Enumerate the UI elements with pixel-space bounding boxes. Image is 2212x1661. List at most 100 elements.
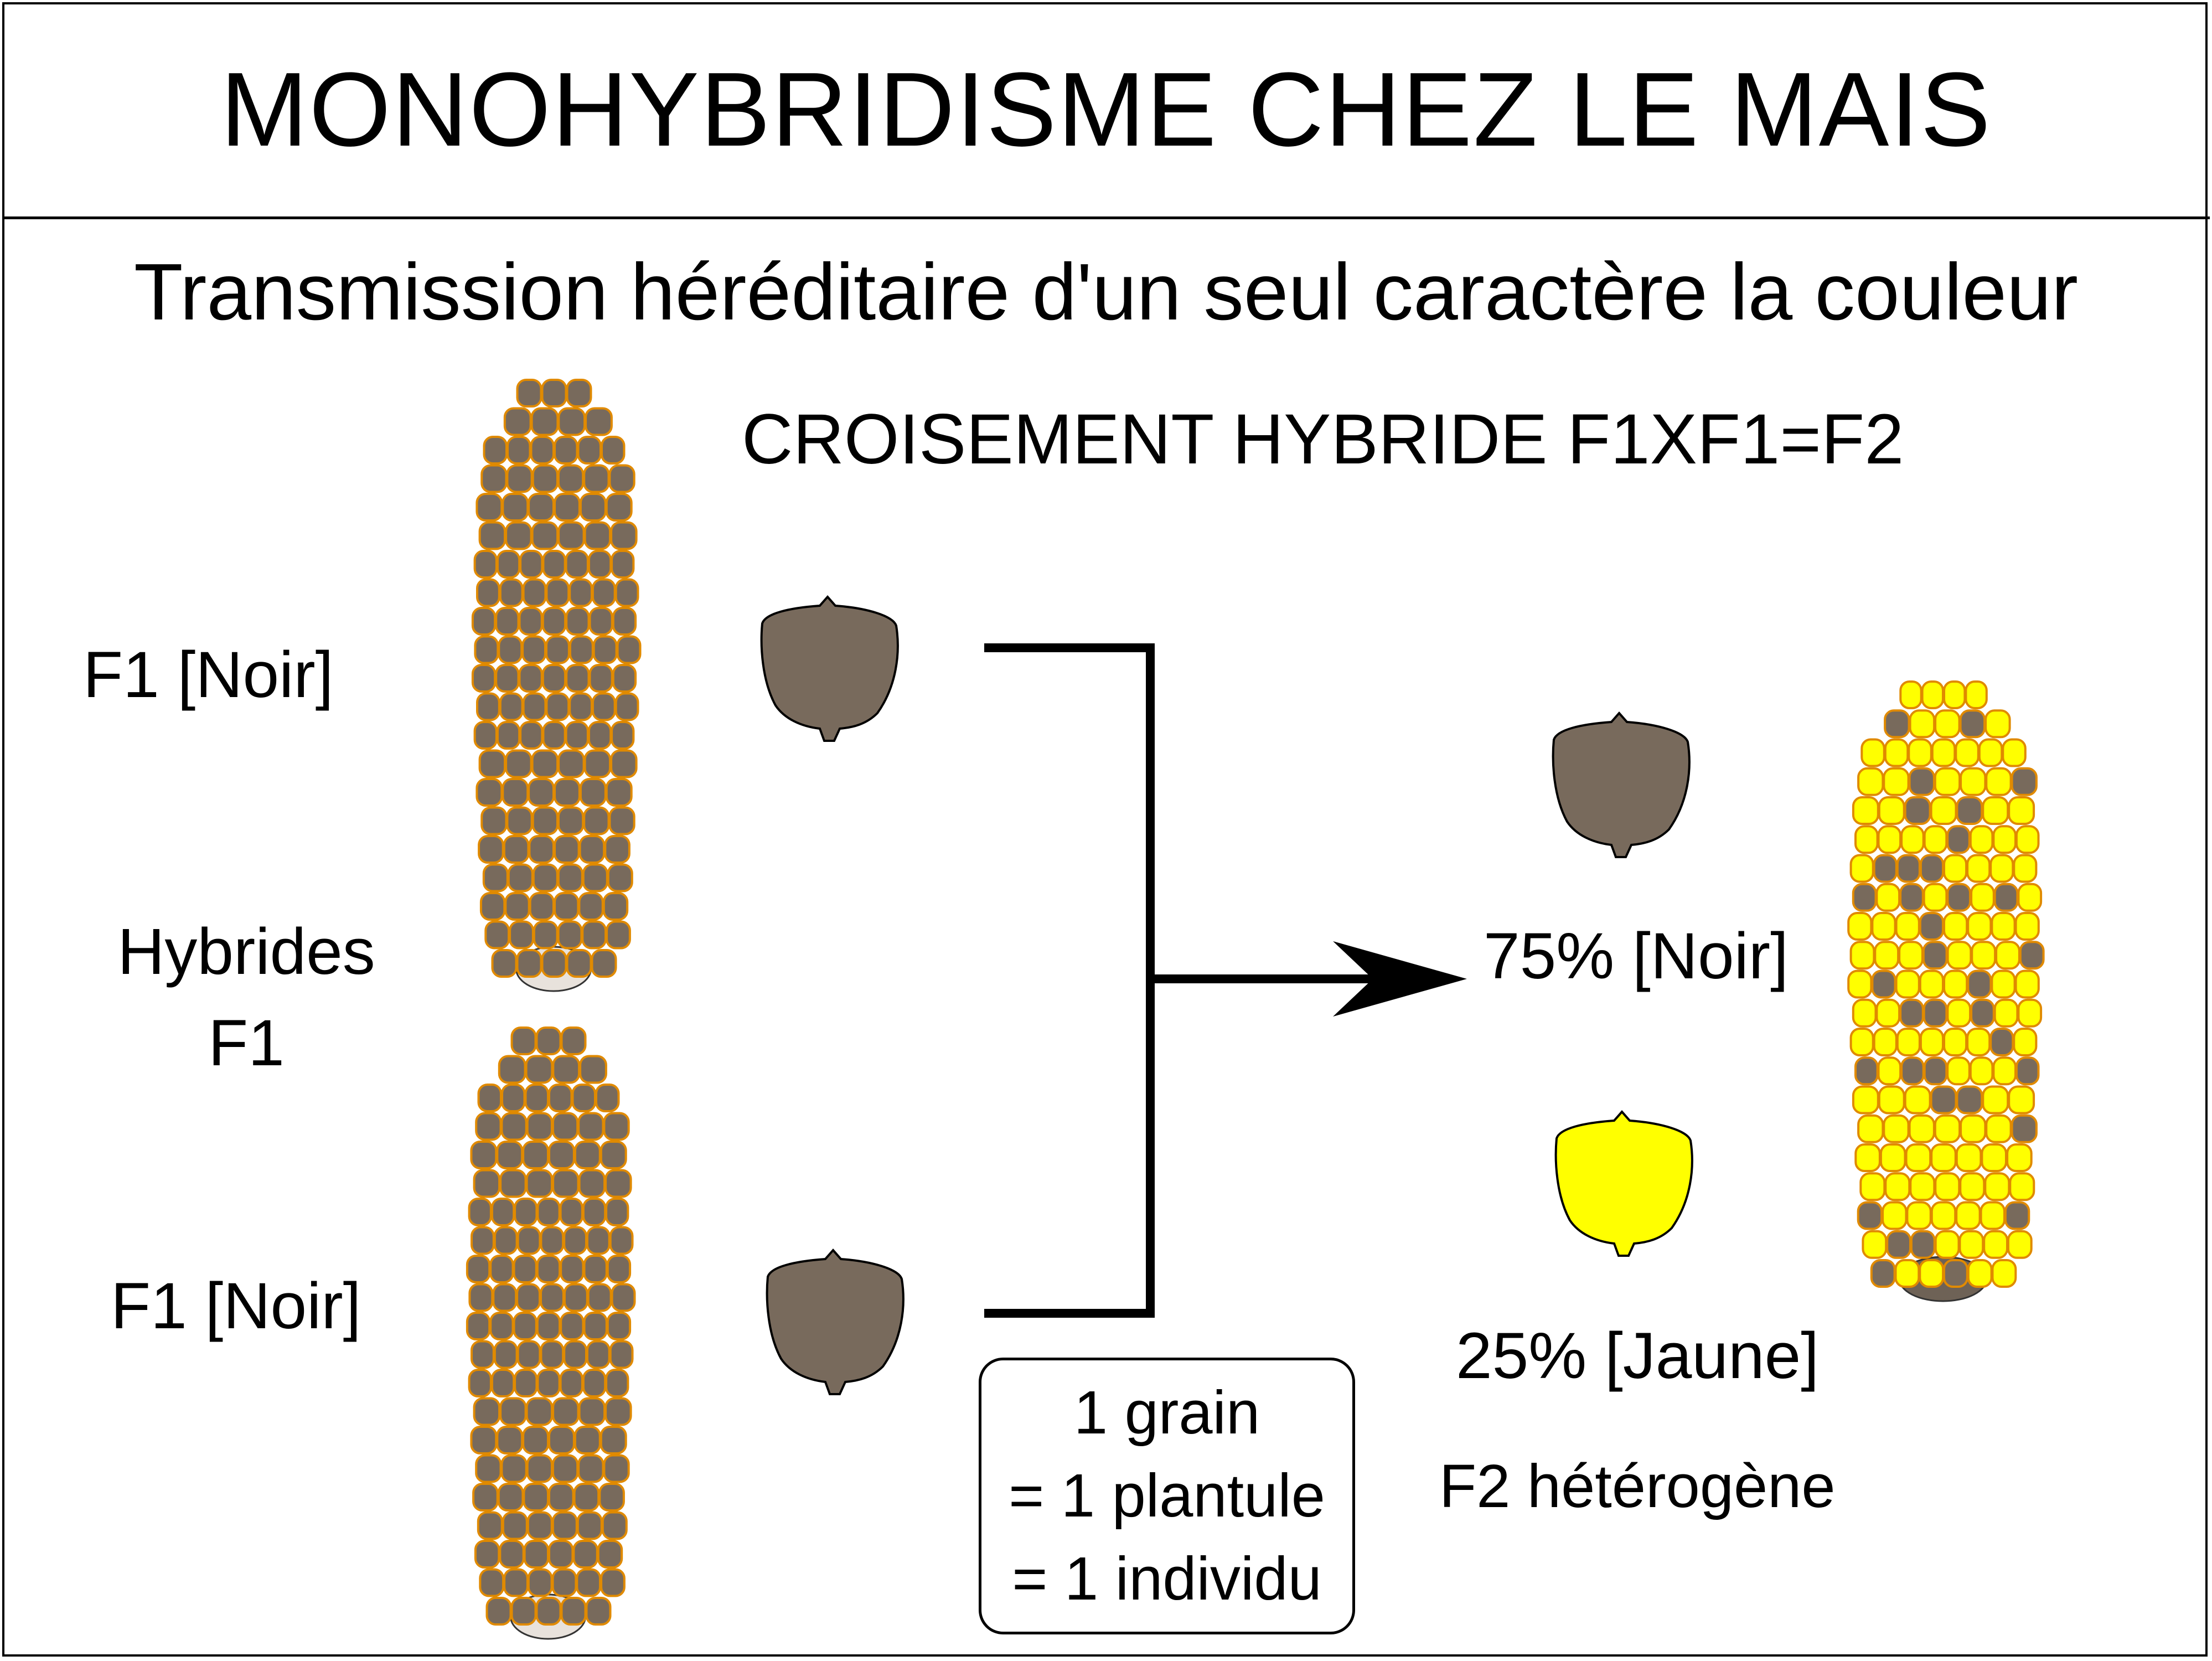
kernel-dark-icon [760, 596, 899, 742]
cob-kernel [478, 749, 507, 778]
cob-kernel [514, 1198, 538, 1226]
cob-kernel [1871, 912, 1896, 941]
offspring-recessive-label: 25% [Jaune] [1456, 1319, 1820, 1392]
cob-kernel [1955, 738, 1980, 767]
parent-group-label-line1: Hybrides [117, 915, 375, 988]
cob-kernel [1899, 680, 1922, 709]
cob-kernel [1898, 941, 1924, 970]
cob-kernel [504, 892, 530, 921]
cob-kernel [499, 1540, 525, 1569]
cob-kernel [2013, 854, 2038, 883]
cob-kernel [514, 1369, 538, 1397]
cob-kernel [1995, 941, 2020, 970]
cob-kernel [1904, 1085, 1931, 1115]
cob-kernel [530, 436, 555, 465]
cob-kernel [586, 1340, 611, 1369]
cob-kernel [1878, 1085, 1905, 1115]
cob-kernel [554, 493, 581, 522]
cob-kernel [485, 1597, 512, 1626]
cob-kernel [611, 550, 635, 579]
cob-kernel [572, 1540, 598, 1569]
cob-kernel [1984, 709, 2011, 739]
cob-kernel [2004, 1201, 2030, 1230]
cob-kernel [548, 1084, 573, 1112]
cob-kernel [605, 1198, 629, 1226]
cob-kernel [1943, 1028, 1968, 1056]
cob-kernel [523, 1540, 549, 1569]
cob-kernel [610, 749, 638, 778]
cob-kernel [605, 1369, 629, 1397]
cob-kernel [502, 493, 529, 522]
cob-kernel [545, 578, 570, 607]
cob-kernel [2008, 1085, 2035, 1115]
cob-kernel [554, 835, 580, 864]
cob-kernel [1896, 854, 1921, 883]
cob-kernel [1849, 941, 1875, 970]
cob-kernel [501, 1084, 526, 1112]
cob-kernel [601, 436, 626, 465]
cob-kernel [1980, 1201, 2006, 1230]
cob-kernel [473, 550, 498, 579]
cob-kernel [1908, 738, 1932, 767]
cob-kernel [565, 664, 590, 693]
cob-kernel [611, 1283, 636, 1312]
cob-kernel [532, 863, 559, 893]
cob-kernel [536, 1369, 561, 1397]
cob-kernel [509, 920, 534, 950]
note-box: 1 grain = 1 plantule = 1 individu [979, 1358, 1355, 1634]
cob-kernel [475, 1112, 502, 1141]
cob-kernel [1958, 1230, 1984, 1259]
cob-kernel [1919, 912, 1945, 941]
corn-cob-dark [471, 379, 642, 992]
cob-kernel [522, 578, 547, 607]
cob-kernel [2002, 738, 2027, 767]
cob-kernel [528, 778, 555, 807]
cob-kernel [606, 920, 631, 950]
cob-kernel [1967, 912, 1992, 941]
cob-kernel [571, 1084, 596, 1112]
cob-kernel [586, 1226, 611, 1255]
cob-kernel [582, 1198, 607, 1226]
cob-kernel [605, 778, 633, 807]
cob-kernel [1870, 1259, 1896, 1288]
cob-kernel [499, 1169, 527, 1198]
cob-kernel [1934, 1172, 1961, 1201]
cob-kernel [1922, 941, 1948, 970]
cob-kernel [536, 1198, 561, 1226]
cob-kernel [592, 635, 618, 664]
cob-kernel [1943, 912, 1968, 941]
cob-kernel [560, 1255, 585, 1283]
cob-kernel [573, 1483, 600, 1512]
cob-kernel [1884, 1172, 1911, 1201]
cob-kernel [535, 1597, 562, 1626]
cob-kernel [510, 1026, 537, 1055]
cob-kernel [573, 1426, 601, 1454]
cob-kernel [579, 493, 607, 522]
cob-kernel [531, 464, 559, 493]
cob-kernel [591, 578, 616, 607]
cob-kernel [577, 1112, 604, 1141]
cob-kernel [598, 1483, 625, 1512]
cob-kernel [583, 806, 610, 835]
cob-kernel [513, 1255, 538, 1283]
cob-kernel [1904, 796, 1931, 825]
cob-kernel [495, 607, 520, 636]
cob-kernel [1859, 1172, 1886, 1201]
cob-kernel [1981, 1143, 2007, 1172]
cob-kernel [551, 1568, 577, 1597]
cob-kernel [1922, 998, 1948, 1028]
cob-kernel [1849, 854, 1874, 883]
cob-kernel [1857, 1114, 1884, 1143]
cob-kernel [601, 1511, 628, 1540]
cob-kernel [2013, 1028, 2038, 1056]
cob-kernel [595, 1084, 620, 1112]
cob-kernel [1886, 1230, 1911, 1259]
cob-kernel [500, 1454, 528, 1483]
cob-kernel [1882, 1201, 1908, 1230]
cob-kernel [540, 1340, 565, 1369]
cob-kernel [541, 379, 567, 407]
cob-kernel [1883, 1114, 1910, 1143]
cob-kernel [1847, 969, 1873, 999]
cob-kernel [1930, 1143, 1957, 1172]
cob-kernel [479, 1568, 505, 1597]
